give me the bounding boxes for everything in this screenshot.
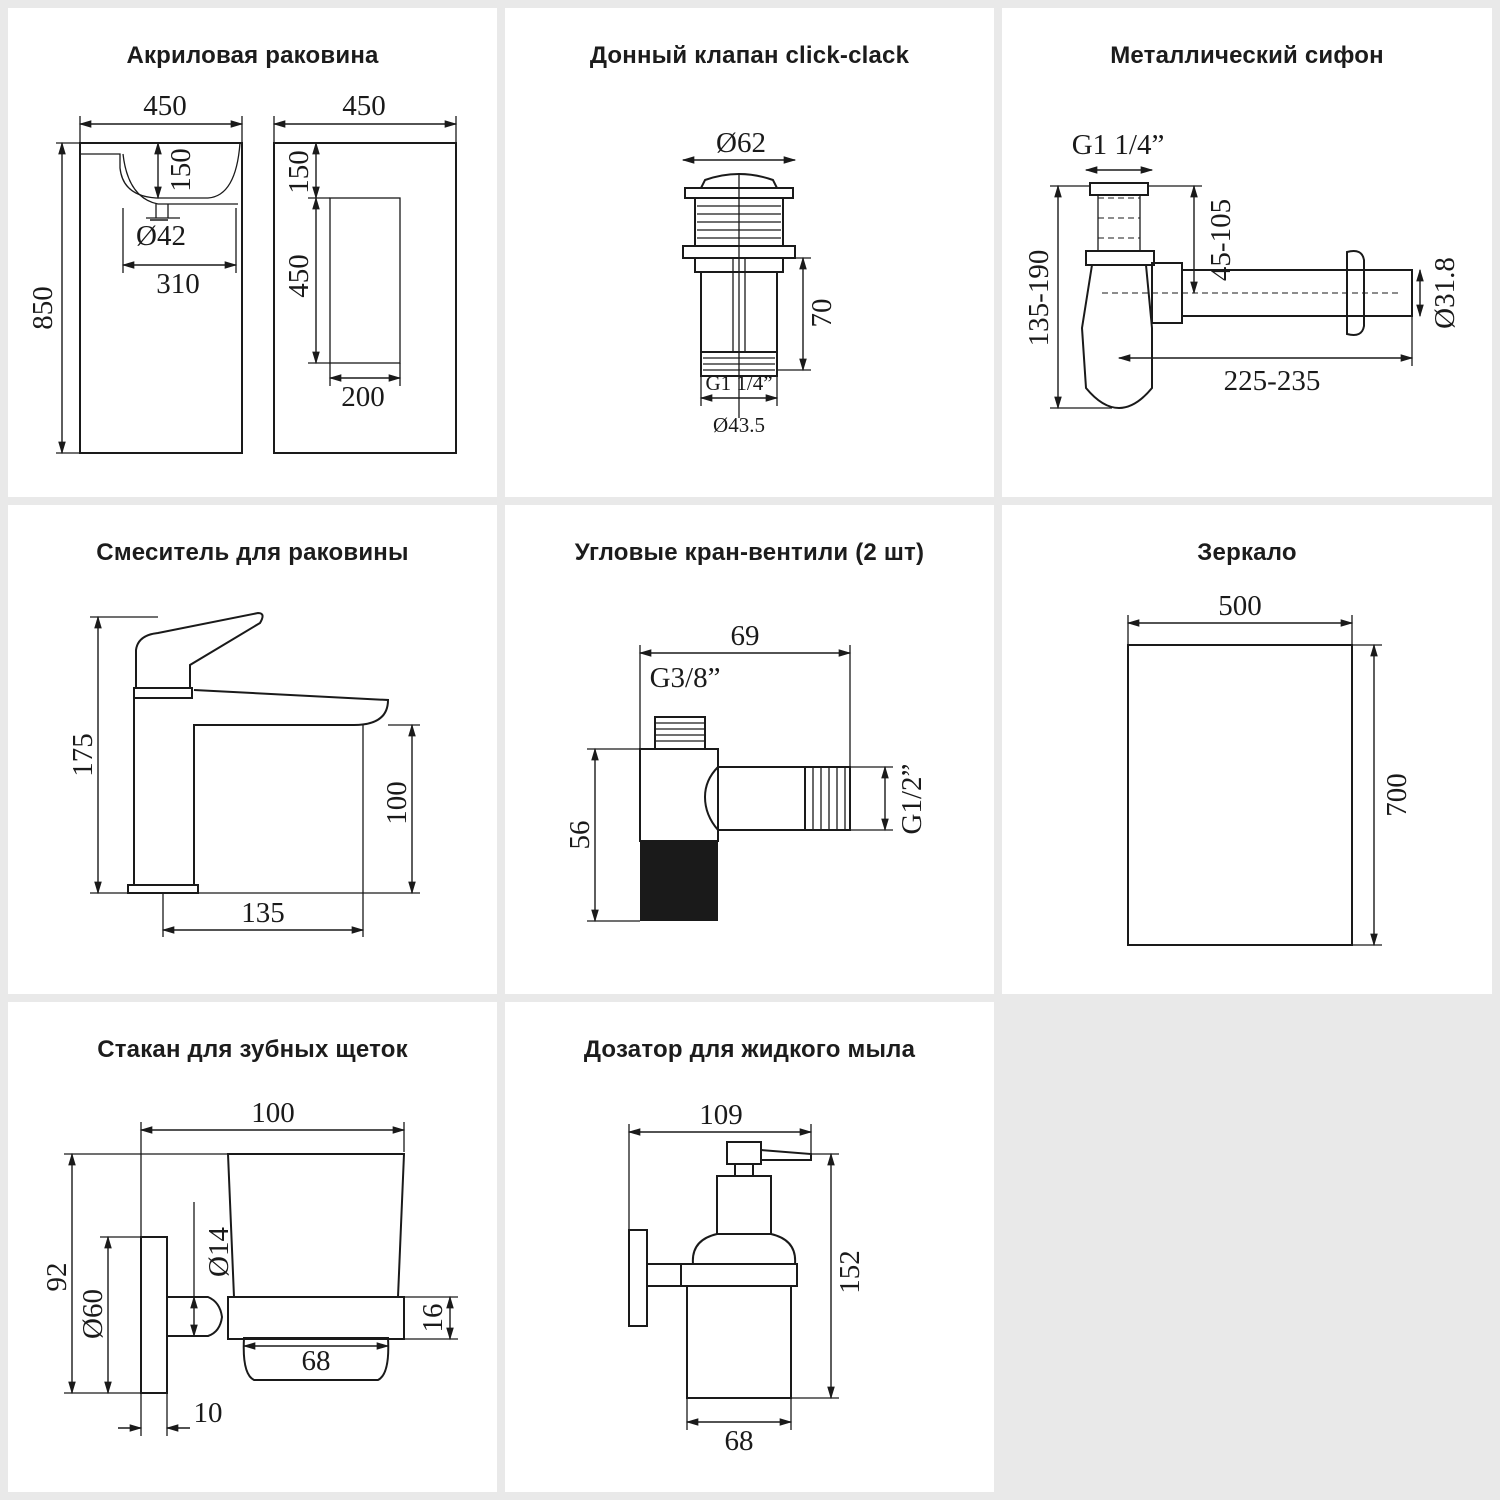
dim-rod-diameter: Ø14 [203, 1227, 235, 1277]
dim-length: 225-235 [1224, 365, 1321, 397]
dim-width-side: 450 [342, 90, 386, 122]
sink-drawing: 450 850 150 Ø42 310 450 150 [27, 90, 458, 455]
panel-valve: Донный клапан click-clack Ø62 70 [505, 8, 994, 497]
panel-title: Акриловая раковина [126, 42, 379, 69]
dim-spout-height: 100 [381, 781, 413, 825]
siphon-drawing: G1 1/4” 135-190 45-105 Ø31.8 225-235 [1023, 129, 1461, 410]
dim-side-height: 450 [283, 254, 315, 298]
panel-siphon: Металлический сифон G1 1/4” 135-190 45-1… [1002, 8, 1492, 497]
panel-title: Смеситель для раковины [96, 539, 409, 566]
dim-height: 92 [41, 1263, 73, 1292]
cup-drawing: 100 92 Ø60 Ø14 16 68 10 [41, 1097, 458, 1436]
dim-thread: G1 1/4” [705, 371, 772, 395]
dim-width: 109 [699, 1099, 743, 1131]
dim-plate: 10 [194, 1397, 223, 1429]
angle-valve-drawing: 69 G3/8” 56 G1/2” [564, 620, 928, 923]
dim-cup-bottom: 68 [302, 1345, 331, 1377]
dim-pipe-diameter: Ø31.8 [1429, 257, 1461, 329]
dim-width: 69 [731, 620, 760, 652]
panel-title: Зеркало [1197, 539, 1297, 566]
dim-height: 70 [806, 299, 838, 328]
dim-height: 175 [67, 733, 99, 777]
dim-width: 500 [1218, 590, 1262, 622]
dim-height: 700 [1381, 773, 1413, 817]
panel-sink: Акриловая раковина 450 850 15 [8, 8, 497, 497]
dim-bottom-diameter: Ø43.5 [713, 413, 765, 437]
dim-width: 100 [251, 1097, 295, 1129]
panel-mixer: Смеситель для раковины 175 100 135 [8, 505, 497, 994]
dim-in-thread: G3/8” [650, 662, 721, 694]
valve-drawing: Ø62 70 G1 1/4” Ø43.5 [681, 127, 838, 437]
dim-bowl-width: 310 [156, 268, 200, 300]
dim-spout-length: 135 [241, 897, 285, 929]
dim-height: 152 [834, 1250, 866, 1294]
dim-total-height: 135-190 [1023, 250, 1055, 347]
dim-bottom: 68 [725, 1425, 754, 1457]
panel-angle-valve: Угловые кран-вентили (2 шт) 69 G3/8” 56 [505, 505, 994, 994]
dim-width-front: 450 [143, 90, 187, 122]
dim-height: 56 [564, 821, 596, 850]
panel-title: Металлический сифон [1110, 42, 1384, 69]
dim-out-thread: G1/2” [896, 764, 928, 835]
mirror-drawing: 500 700 [1126, 590, 1413, 947]
panel-dispenser: Дозатор для жидкого мыла 109 152 68 [505, 1002, 994, 1492]
panel-cup: Стакан для зубных щеток 100 92 Ø60 Ø14 1… [8, 1002, 497, 1492]
dim-adjust-height: 45-105 [1205, 199, 1237, 281]
empty-cell [1002, 1002, 1492, 1492]
mixer-drawing: 175 100 135 [67, 611, 420, 937]
panel-mirror: Зеркало 500 700 [1002, 505, 1492, 994]
dim-bowl-depth: 150 [165, 148, 197, 192]
dim-drain: Ø42 [136, 220, 186, 252]
panel-title: Угловые кран-вентили (2 шт) [574, 539, 925, 566]
panel-title: Стакан для зубных щеток [97, 1036, 408, 1063]
dim-side-width: 200 [341, 381, 385, 413]
dim-base-diameter: Ø60 [77, 1289, 109, 1339]
dim-thread: G1 1/4” [1072, 129, 1165, 161]
panel-title: Дозатор для жидкого мыла [583, 1036, 916, 1063]
dispenser-drawing: 109 152 68 [627, 1099, 866, 1457]
dim-top-diameter: Ø62 [716, 127, 766, 159]
dim-side-top: 150 [283, 150, 315, 194]
panel-title: Донный клапан click-clack [589, 42, 910, 69]
dim-ring: 16 [417, 1304, 449, 1333]
dim-height: 850 [27, 286, 59, 330]
